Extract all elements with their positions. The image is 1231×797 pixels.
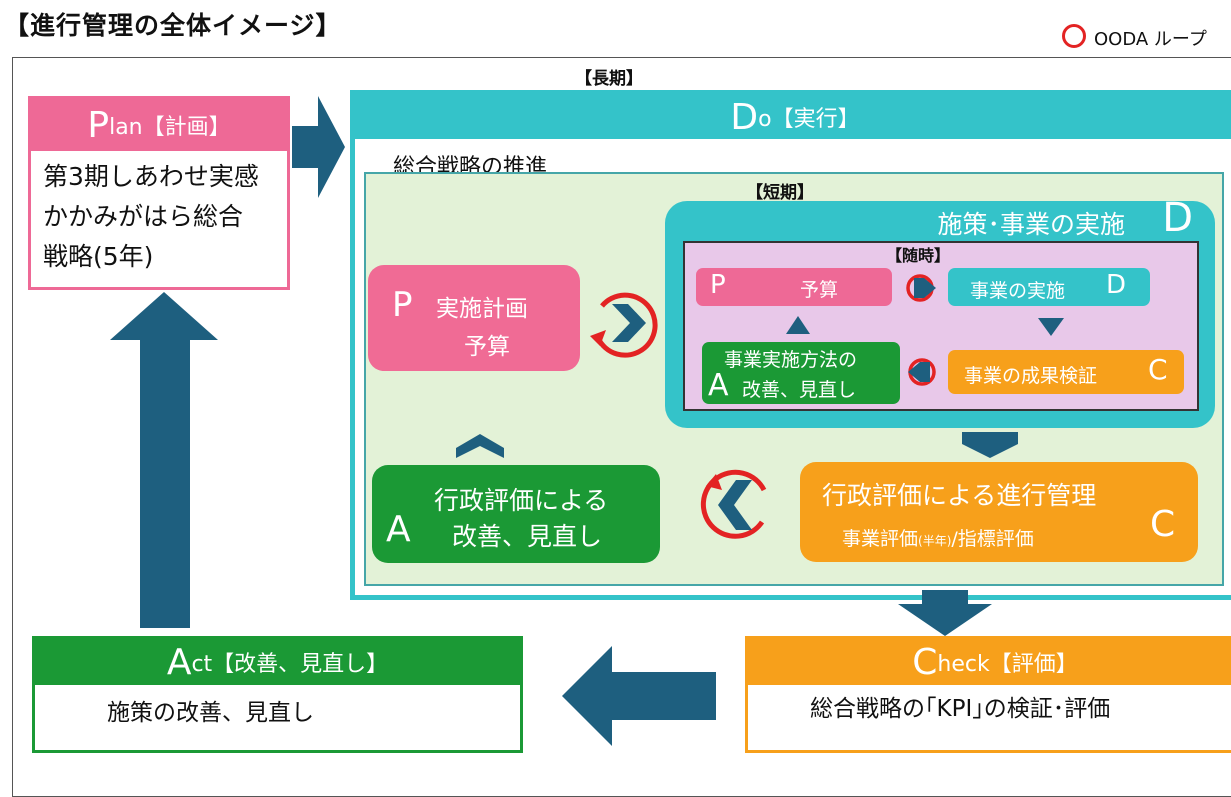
anytime-do-box: 事業の実施 D xyxy=(948,268,1150,306)
anytime-plan-box: P 予算 xyxy=(696,268,892,306)
anytime-act-box: 事業実施方法の A 改善、見直し xyxy=(702,342,900,404)
check-rest: heck【評価】 xyxy=(937,652,1078,677)
long-term-label: 【長期】 xyxy=(575,69,643,89)
ooda-legend-label: OODA ループ xyxy=(1094,29,1207,50)
short-plan-line2: 予算 xyxy=(464,334,510,360)
anytime-d-to-c-triangle xyxy=(1038,318,1064,336)
anytime-check-letter: C xyxy=(1148,353,1168,386)
act-cap: A xyxy=(166,641,192,683)
do-to-check-arrow xyxy=(898,590,992,636)
anytime-a-to-p-triangle xyxy=(786,316,810,334)
anytime-plan-label: 予算 xyxy=(800,279,839,301)
check-body: 総合戦略の｢KPI｣の検証･評価 xyxy=(810,696,1111,722)
anytime-label: 【随時】 xyxy=(886,246,951,265)
short-term-label: 【短期】 xyxy=(746,183,814,203)
plan-to-do-arrow xyxy=(292,96,345,198)
short-act-letter: A xyxy=(386,509,411,550)
short-check-sub: 事業評価(半年)/指標評価 xyxy=(842,524,1034,551)
short-a-to-p-chevron xyxy=(456,434,504,458)
anytime-act-line2: 改善、見直し xyxy=(742,379,857,401)
anytime-p-to-d-chevron xyxy=(914,278,936,298)
short-act-box: A 行政評価による 改善、見直し xyxy=(372,465,660,563)
implementation-letter: D xyxy=(1162,195,1193,241)
short-plan-box: P 実施計画 予算 xyxy=(368,265,580,371)
anytime-act-line1: 事業実施方法の xyxy=(724,349,858,371)
short-check-sub1: 事業評価 xyxy=(842,528,919,550)
anytime-check-box: 事業の成果検証 C xyxy=(948,350,1184,394)
check-to-act-arrow xyxy=(562,646,716,746)
ooda-loop-icon xyxy=(1062,24,1086,48)
short-c-to-a-chevron xyxy=(718,480,752,530)
short-check-box: 行政評価による進行管理 事業評価(半年)/指標評価 C xyxy=(800,462,1198,562)
ooda-loop-short-ca xyxy=(700,469,767,539)
short-plan-line1: 実施計画 xyxy=(436,296,528,322)
anytime-do-letter: D xyxy=(1106,270,1127,300)
do-cap: D xyxy=(730,96,759,138)
plan-cap: P xyxy=(87,104,110,146)
anytime-c-to-a-chevron xyxy=(908,362,930,382)
act-to-plan-arrow xyxy=(110,292,218,628)
short-check-letter: C xyxy=(1150,504,1176,545)
short-check-title: 行政評価による進行管理 xyxy=(822,481,1097,510)
short-act-line1: 行政評価による xyxy=(434,486,609,515)
short-check-sub-small: (半年) xyxy=(918,534,952,548)
diagram-arrows xyxy=(110,96,1064,746)
short-act-line2: 改善、見直し xyxy=(452,522,603,551)
anytime-act-letter: A xyxy=(708,368,729,403)
plan-body: 第3期しあわせ実感 かかみがはら総合 戦略(5年) xyxy=(43,162,259,271)
implementation-title: 施策･事業の実施 xyxy=(937,210,1125,239)
plan-rest: lan【計画】 xyxy=(109,115,231,140)
ooda-loop-short-pd xyxy=(595,292,658,358)
short-check-sub2: /指標評価 xyxy=(951,528,1034,550)
act-rest: ct【改善、見直し】 xyxy=(191,652,389,677)
ooda-loop-short-ca-arrowhead xyxy=(706,474,722,490)
act-body: 施策の改善、見直し xyxy=(107,700,314,726)
anytime-do-label: 事業の実施 xyxy=(970,280,1066,302)
check-cap: C xyxy=(912,641,938,683)
do-rest: o【実行】 xyxy=(758,107,860,132)
anytime-plan-letter: P xyxy=(710,270,726,300)
short-p-to-imp-chevron xyxy=(612,304,646,342)
anytime-check-label: 事業の成果検証 xyxy=(964,365,1098,387)
short-plan-letter: P xyxy=(392,285,413,325)
page-title: 【進行管理の全体イメージ】 xyxy=(4,11,342,40)
imp-to-short-c-chevron xyxy=(962,432,1018,458)
ooda-loop-short-pd-arrowhead xyxy=(590,330,606,346)
